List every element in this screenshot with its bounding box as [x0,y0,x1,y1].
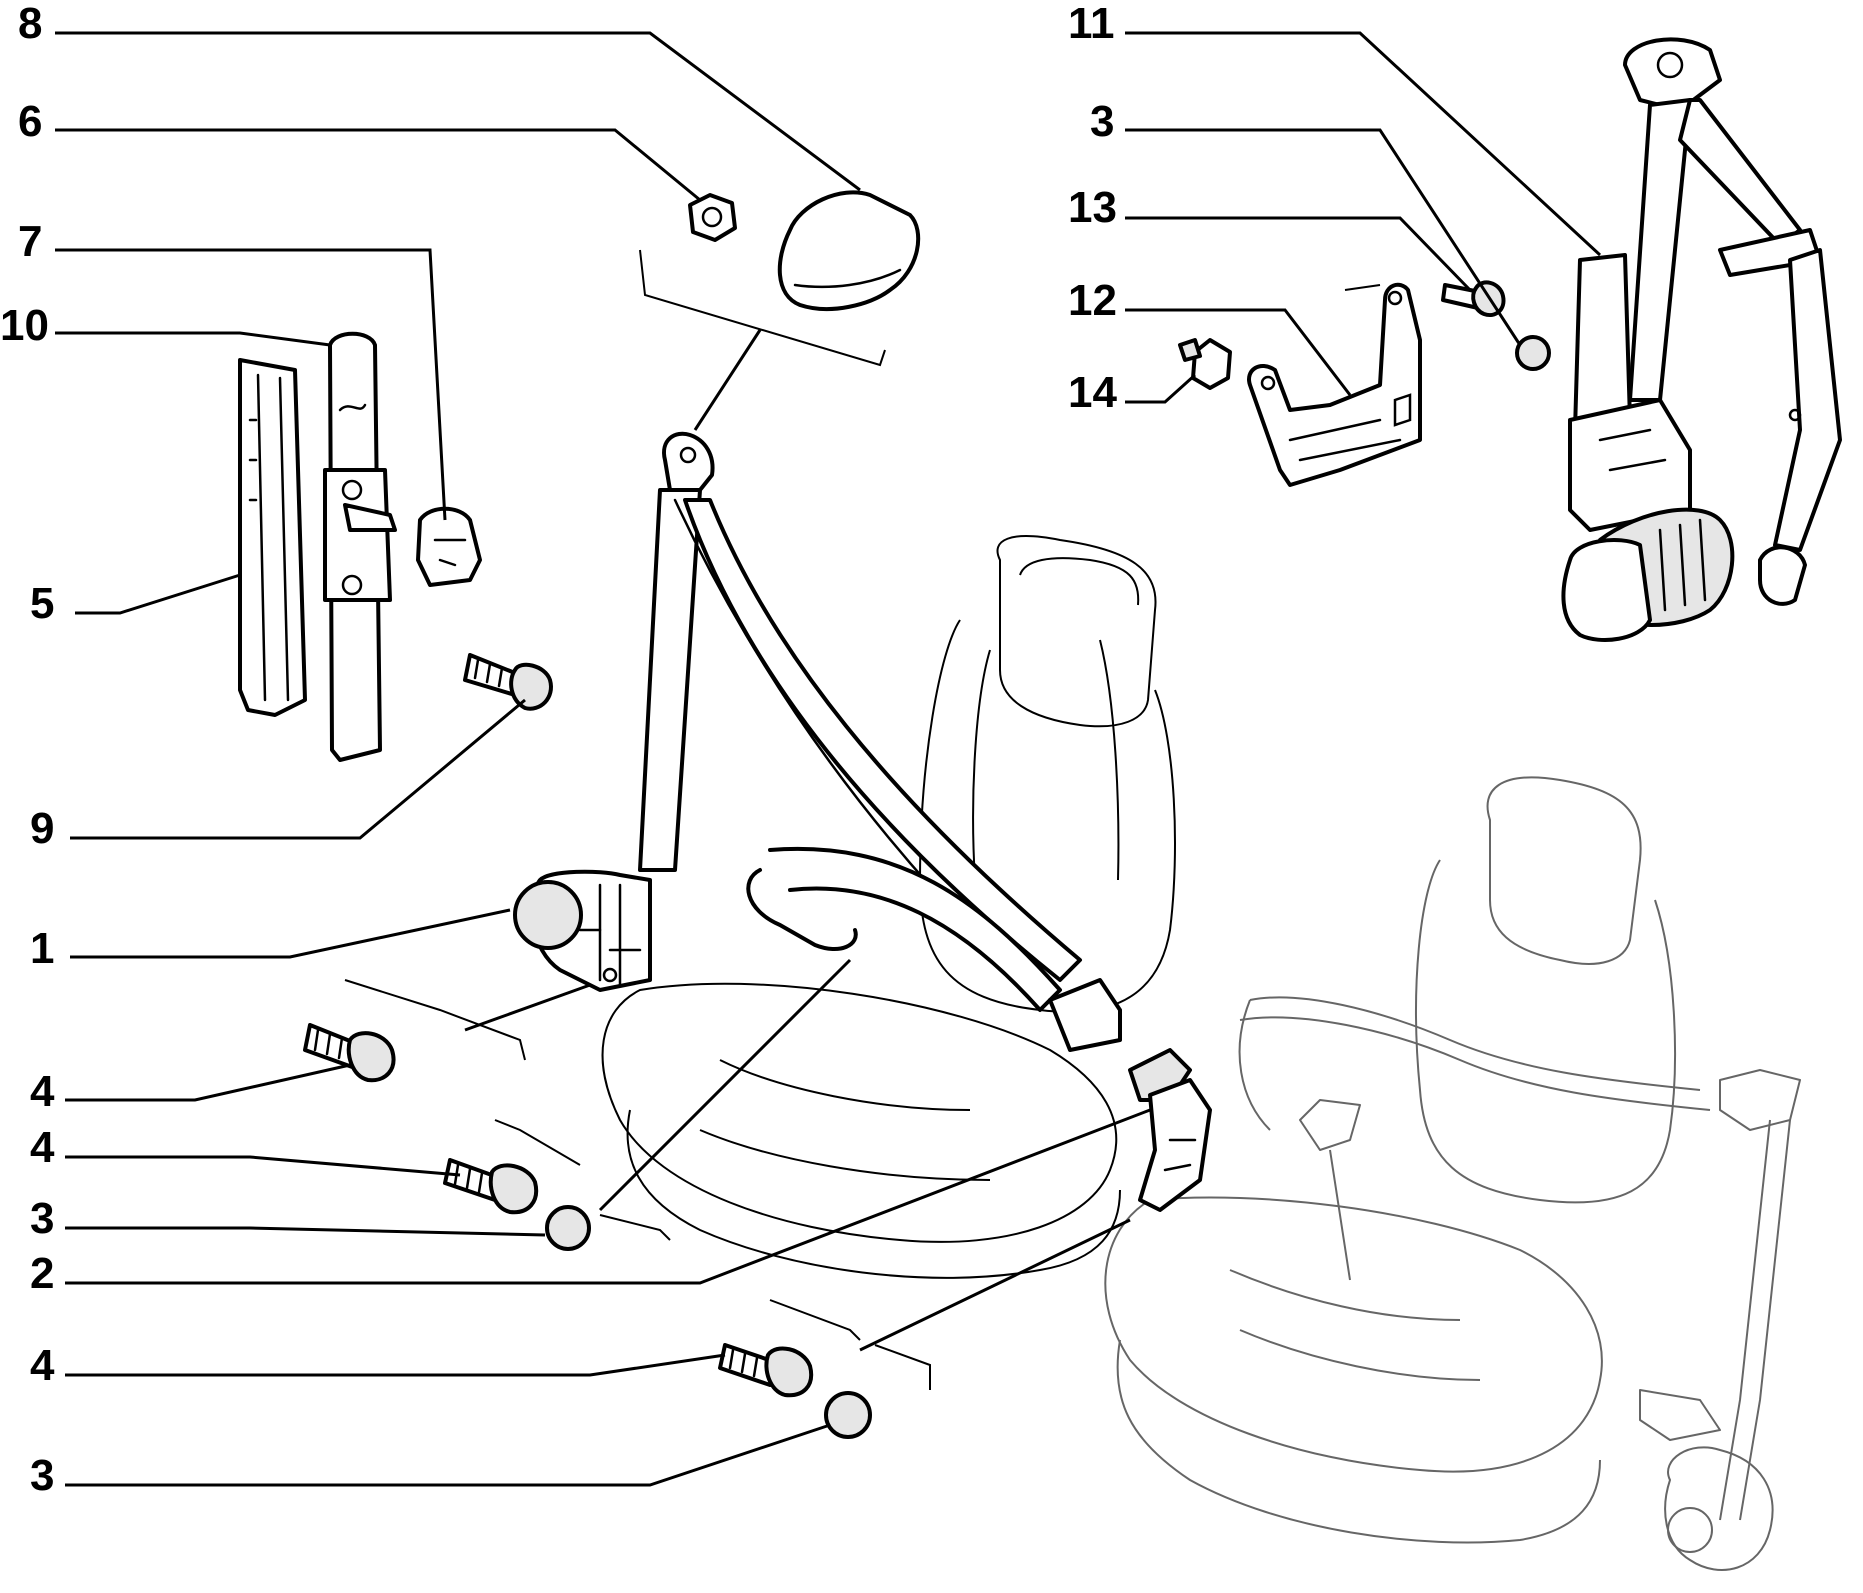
callout-1: 1 [30,924,54,973]
pillar-trim-cover [238,358,307,717]
height-adjuster-rail [323,331,397,762]
callout-4-a: 4 [30,1067,55,1116]
anchor-bolt-upper [463,653,553,711]
callout-14: 14 [1068,368,1117,417]
adjuster-knob-cover [416,506,482,587]
callout-4-c: 4 [30,1341,55,1390]
anchor-bolt-b [443,1158,539,1215]
callout-3-a: 3 [30,1194,54,1243]
callout-leaders [55,31,1602,1487]
ghost-seat-assembly [1104,776,1801,1571]
callout-6: 6 [18,97,42,146]
callout-12: 12 [1068,276,1117,325]
callout-2: 2 [30,1249,54,1298]
mounting-bracket [1247,282,1422,487]
callout-5: 5 [30,579,54,628]
bolt-cap-a [545,1205,591,1251]
callout-3-b: 3 [30,1451,54,1500]
trim-plug [1178,338,1232,390]
callout-3-c: 3 [1090,97,1114,146]
bolt-cap-c [1515,335,1551,371]
callout-13: 13 [1068,183,1117,232]
anchor-bolt-a [303,1023,396,1083]
bolt-cap-b [824,1391,872,1439]
seat-belt-buckle [1128,1048,1212,1212]
retractor-unit [513,869,652,992]
bracket-bolt [1441,280,1506,317]
callout-11: 11 [1068,0,1115,48]
anchor-bolt-c [718,1343,814,1398]
pillar-loop-cover [777,190,921,312]
callout-4-b: 4 [30,1123,55,1172]
callout-10: 10 [0,301,49,350]
callout-8: 8 [18,0,42,48]
callout-numbers: 8 6 7 10 5 9 1 4 4 3 2 4 3 11 3 13 12 14 [0,0,1117,1500]
flange-nut [688,193,737,242]
rear-retractor-assembly [1561,37,1842,642]
callout-7: 7 [18,217,42,266]
callout-9: 9 [30,804,54,853]
seat-belt-webbing [638,431,1122,1052]
